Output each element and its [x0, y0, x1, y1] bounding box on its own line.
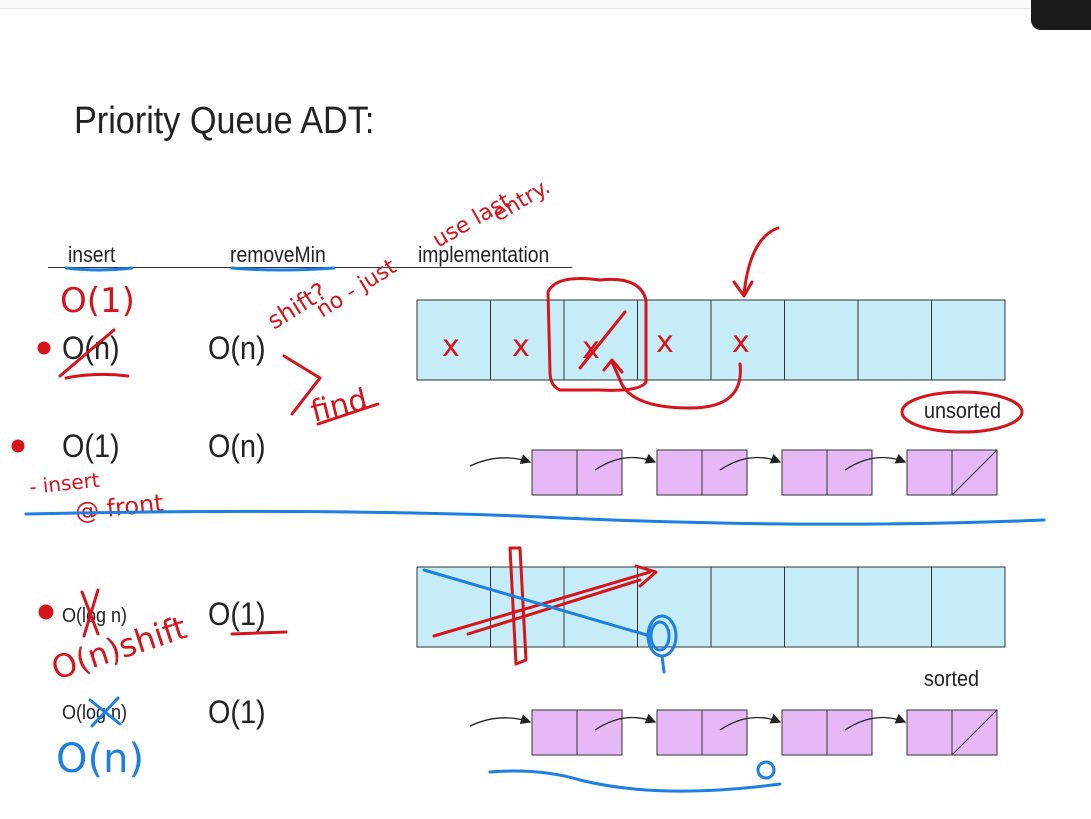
handwritten-on-shift: O(n)shift: [47, 608, 191, 687]
list-node-null: [906, 709, 998, 756]
handwritten-insert: - insert: [28, 468, 101, 499]
handwritten-front: @ front: [74, 489, 165, 526]
handwritten-o1: O(1): [60, 281, 135, 321]
unsorted-linked-list: [469, 449, 998, 496]
array-mark: x: [732, 325, 750, 360]
strike-mark: [90, 696, 120, 728]
row1-remove-min-cost: O(n): [208, 330, 266, 366]
underline-insert: [64, 266, 134, 272]
header-remove-min: removeMin: [230, 242, 326, 267]
strike-line: [422, 568, 652, 638]
shift-arrow-head: [634, 564, 658, 588]
caption-unsorted: unsorted: [924, 398, 1002, 423]
list-node-null: [906, 449, 998, 496]
array-mark: x: [442, 329, 460, 364]
handwritten-on: O(n): [56, 736, 144, 782]
array-mark: x: [512, 329, 530, 364]
row2-insert-cost: O(1): [62, 428, 120, 464]
list-node: [781, 449, 873, 496]
find-bracket: [282, 354, 322, 416]
list-node: [531, 709, 623, 756]
handwritten-find: find: [307, 382, 371, 430]
underline-sorted-list: [488, 769, 782, 793]
circle-unsorted: [900, 390, 1024, 434]
caption-sorted: sorted: [924, 666, 980, 691]
window-top-bar: [0, 0, 1091, 9]
move-arrow: [610, 360, 742, 410]
window-corner-tab[interactable]: [1031, 0, 1091, 30]
list-node: [656, 449, 748, 496]
header-underline: [48, 267, 572, 268]
highlight-box: [546, 277, 648, 392]
bullet-dot: [37, 341, 51, 355]
underline-remove-min: [230, 266, 336, 272]
strike-mark: [58, 328, 116, 378]
strike-mark: [578, 310, 627, 370]
strike-mark: [82, 588, 100, 638]
underline-mark: [230, 630, 288, 636]
find-underline: [316, 402, 380, 426]
header-insert: insert: [68, 242, 116, 267]
move-arrow-head: [602, 358, 624, 374]
circle-mark: [649, 620, 671, 652]
unsorted-array: [416, 299, 1006, 381]
list-node: [656, 709, 748, 756]
list-node: [781, 709, 873, 756]
sorted-linked-list: [469, 709, 998, 756]
row4-remove-min-cost: O(1): [208, 694, 266, 730]
underline-mark: [64, 372, 130, 380]
sorted-array: [416, 566, 1006, 648]
list-node: [531, 449, 623, 496]
bullet-dot: [38, 604, 54, 620]
row2-remove-min-cost: O(n): [208, 428, 266, 464]
array-mark: x: [582, 331, 600, 366]
divider-line: [24, 509, 1046, 526]
row3-insert-cost: O(log n): [62, 605, 128, 627]
slide-title: Priority Queue ADT:: [74, 100, 375, 142]
pointer-arrow-head: [732, 280, 754, 298]
circle-mark: [756, 760, 776, 780]
array-mark: x: [656, 325, 674, 360]
bullet-dot: [11, 439, 25, 453]
row3-remove-min-cost: O(1): [208, 596, 266, 632]
blue-ink-annotations: O(n): [24, 266, 1046, 793]
header-implementation: implementation: [418, 242, 550, 267]
strike-mark: [508, 546, 528, 666]
pointer-arrow: [742, 226, 780, 296]
handwritten-entry: entry.: [489, 175, 555, 228]
tick-mark: [660, 654, 666, 674]
handwritten-no-just: no - just: [312, 254, 401, 323]
